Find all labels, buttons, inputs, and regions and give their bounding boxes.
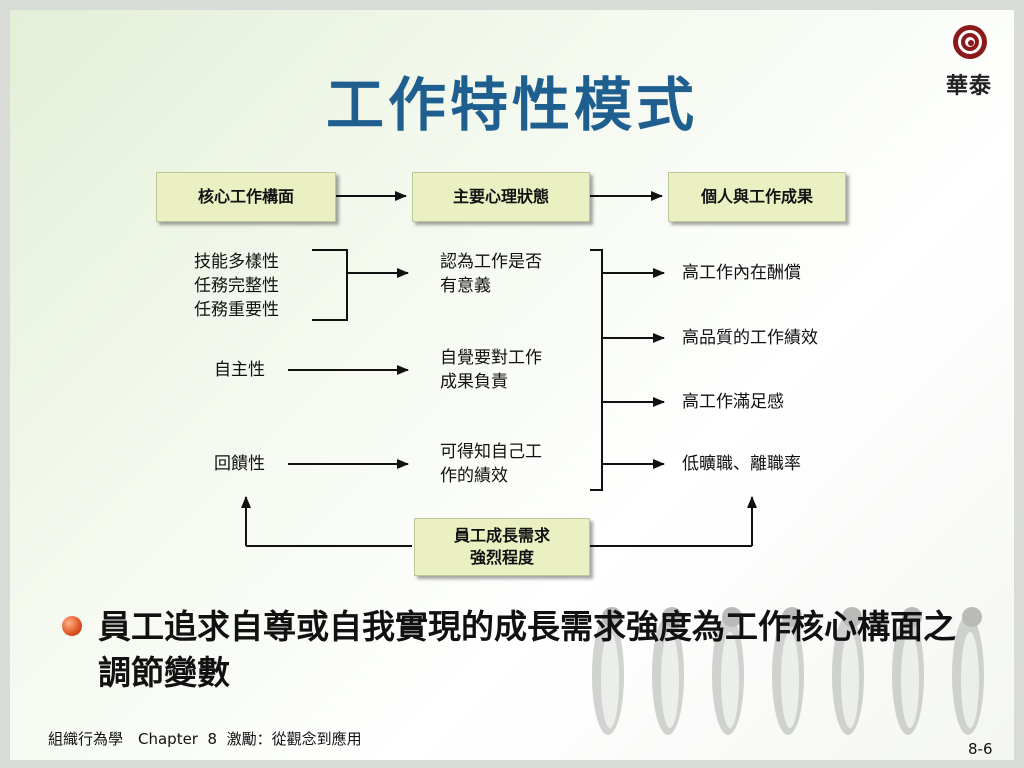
outcome-satisfaction: 高工作滿足感 bbox=[682, 392, 784, 412]
header-outcome-label: 個人與工作成果 bbox=[700, 187, 813, 206]
outcome-low-absenteeism: 低曠職、離職率 bbox=[682, 454, 801, 474]
header-box-core: 核心工作構面 bbox=[156, 172, 336, 222]
penguins-decoration-icon bbox=[592, 607, 984, 735]
moderator-box: 員工成長需求 強烈程度 bbox=[414, 518, 590, 576]
state-responsibility: 自覺要對工作 成果負責 bbox=[440, 348, 542, 392]
page-number: 8-6 bbox=[968, 740, 993, 758]
moderator-label: 員工成長需求 強烈程度 bbox=[453, 526, 550, 567]
slide-title: 工作特性模式 bbox=[325, 71, 698, 139]
core-item-feedback: 回饋性 bbox=[214, 454, 265, 474]
state-meaningfulness: 認為工作是否 有意義 bbox=[440, 252, 542, 296]
header-core-label: 核心工作構面 bbox=[197, 187, 294, 206]
header-box-psych: 主要心理狀態 bbox=[412, 172, 590, 222]
core-item-task-identity: 任務完整性 bbox=[194, 276, 279, 296]
state-knowledge-of-results: 可得知自己工 作的績效 bbox=[440, 442, 542, 486]
outcome-intrinsic-reward: 高工作內在酬償 bbox=[682, 263, 801, 283]
company-logo-icon bbox=[953, 25, 987, 59]
core-group-bracket bbox=[312, 249, 348, 321]
bullet-text: 員工追求自尊或自我實現的成長需求強度為工作核心構面之調節變數 bbox=[98, 607, 956, 692]
states-bracket bbox=[590, 249, 603, 491]
core-item-autonomy: 自主性 bbox=[214, 360, 265, 380]
logo-text: 華泰 bbox=[946, 73, 993, 99]
footer-text: 組織行為學 Chapter 8 激勵：從觀念到應用 bbox=[48, 730, 362, 748]
header-psych-label: 主要心理狀態 bbox=[452, 187, 549, 206]
header-box-outcome: 個人與工作成果 bbox=[668, 172, 846, 222]
outcome-quality-performance: 高品質的工作績效 bbox=[682, 328, 818, 348]
core-item-skill-variety: 技能多樣性 bbox=[194, 252, 279, 272]
core-item-task-significance: 任務重要性 bbox=[194, 300, 279, 320]
bullet-dot-icon bbox=[62, 616, 82, 636]
